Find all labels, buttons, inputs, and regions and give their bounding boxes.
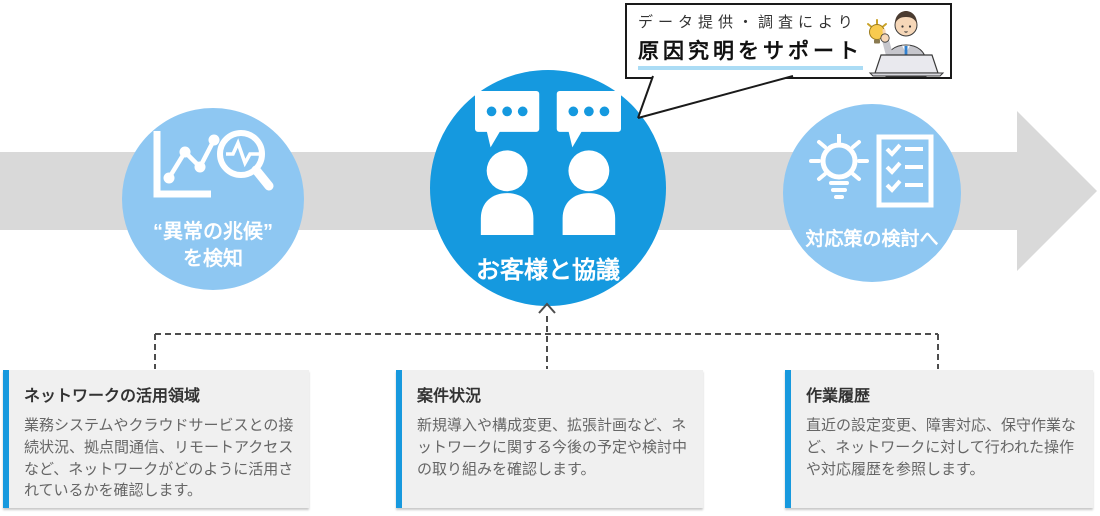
chart-and-magnifier-icon: [147, 126, 279, 219]
person-idea-laptop-illustration: [824, 5, 949, 78]
callout-tail: [638, 75, 795, 118]
callout-text: データ提供・調査により 原因究明をサポート: [638, 11, 863, 70]
step-label-line2: を検知: [183, 247, 243, 270]
info-box-body: 直近の設定変更、障害対応、保守作業など、ネットワークに対して行われた操作や対応履…: [806, 417, 1077, 478]
info-box-body: 新規導入や構成変更、拡張計画など、ネットワークに関する今後の予定や検討中の取り組…: [417, 417, 688, 478]
info-box-project-status: 案件状況 新規導入や構成変更、拡張計画など、ネットワークに関する今後の予定や検討…: [396, 370, 703, 508]
support-callout: データ提供・調査により 原因究明をサポート: [625, 3, 952, 79]
info-box-title: 作業履歴: [806, 388, 871, 405]
info-box-title: ネットワークの活用領域: [24, 388, 201, 405]
lightbulb-and-checklist-icon: [807, 132, 937, 227]
two-people-speech-bubbles-icon: [464, 89, 632, 254]
step-discuss-with-customer: お客様と協議: [430, 70, 666, 306]
info-box-work-history: 作業履歴 直近の設定変更、障害対応、保守作業など、ネットワークに対して行われた操…: [785, 370, 1093, 508]
flow-arrow-head: [1017, 111, 1097, 271]
step-detect-anomaly: “異常の兆候” を検知: [122, 108, 304, 290]
step-consider-countermeasures: 対応策の検討へ: [783, 104, 961, 282]
info-box-title: 案件状況: [417, 388, 482, 405]
callout-line1: データ提供・調査により: [638, 14, 858, 31]
step-label-line1: “異常の兆候”: [153, 220, 273, 243]
info-box-body: 業務システムやクラウドサービスとの接続状況、拠点間通信、リモートアクセスなど、ネ…: [24, 417, 294, 500]
step-label: 対応策の検討へ: [805, 228, 939, 250]
info-box-network-usage: ネットワークの活用領域 業務システムやクラウドサービスとの接続状況、拠点間通信、…: [3, 370, 309, 508]
callout-line2: 原因究明をサポート: [638, 35, 863, 70]
step-label: お客様と協議: [476, 256, 620, 284]
